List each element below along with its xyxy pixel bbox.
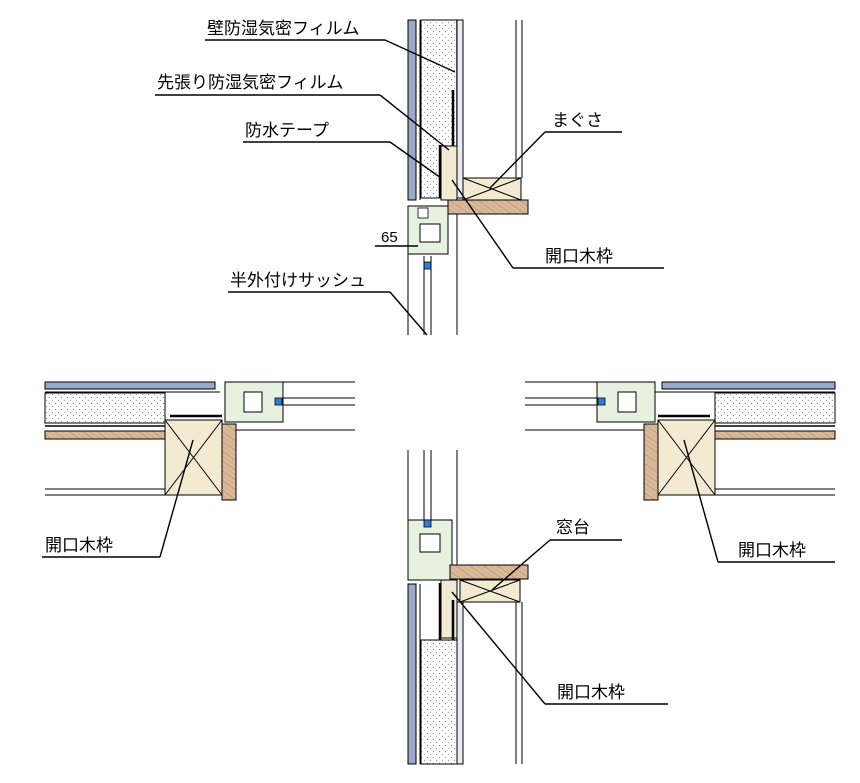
exterior-siding-left [44,381,216,390]
insulation-left [44,392,166,424]
head-leaders [155,39,664,336]
opening-wood-frame-top [447,199,529,215]
gasket-head [423,261,432,270]
gasket-sill [423,519,432,528]
right-leader [683,439,835,563]
label-opening-frame-bottom: 開口木枠 [557,683,625,703]
label-pre-vapor-film: 先張り防湿気密フィルム [157,73,343,93]
insulation-right [714,392,836,424]
gasket-right [597,397,606,406]
label-waterproof-tape: 防水テープ [245,121,329,141]
sill-jamb-block [440,579,458,639]
label-magusa: まぐさ [552,111,603,131]
label-dimension: 65 [381,229,398,246]
interior-trim-right [714,430,836,440]
label-vapor-film: 壁防湿気密フィルム [207,19,359,39]
right-jamb-detail [525,381,836,501]
label-sill: 窓台 [556,518,590,538]
gasket-left [274,397,283,406]
left-leader [42,439,194,558]
interior-board-top [456,19,464,199]
left-jamb-detail [44,381,355,501]
exterior-siding-bottom [407,583,417,765]
head-section-detail [407,19,529,335]
interior-board-bottom [456,601,464,765]
sill-section-detail [407,450,529,765]
interior-trim-left [44,430,166,440]
label-opening-frame-left: 開口木枠 [45,536,113,556]
label-sash: 半外付けサッシュ [230,271,366,291]
opening-wood-frame-left [221,423,237,501]
opening-wood-frame-right [643,423,659,501]
sill-board [449,564,529,580]
label-opening-frame-right: 開口木枠 [738,541,806,561]
head-jamb-block [440,145,458,201]
exterior-siding-right [661,381,836,390]
insulation-bottom [420,639,458,765]
label-opening-frame-top: 開口木枠 [545,247,613,267]
exterior-siding-top [407,19,417,201]
sill-leaders [451,539,668,705]
